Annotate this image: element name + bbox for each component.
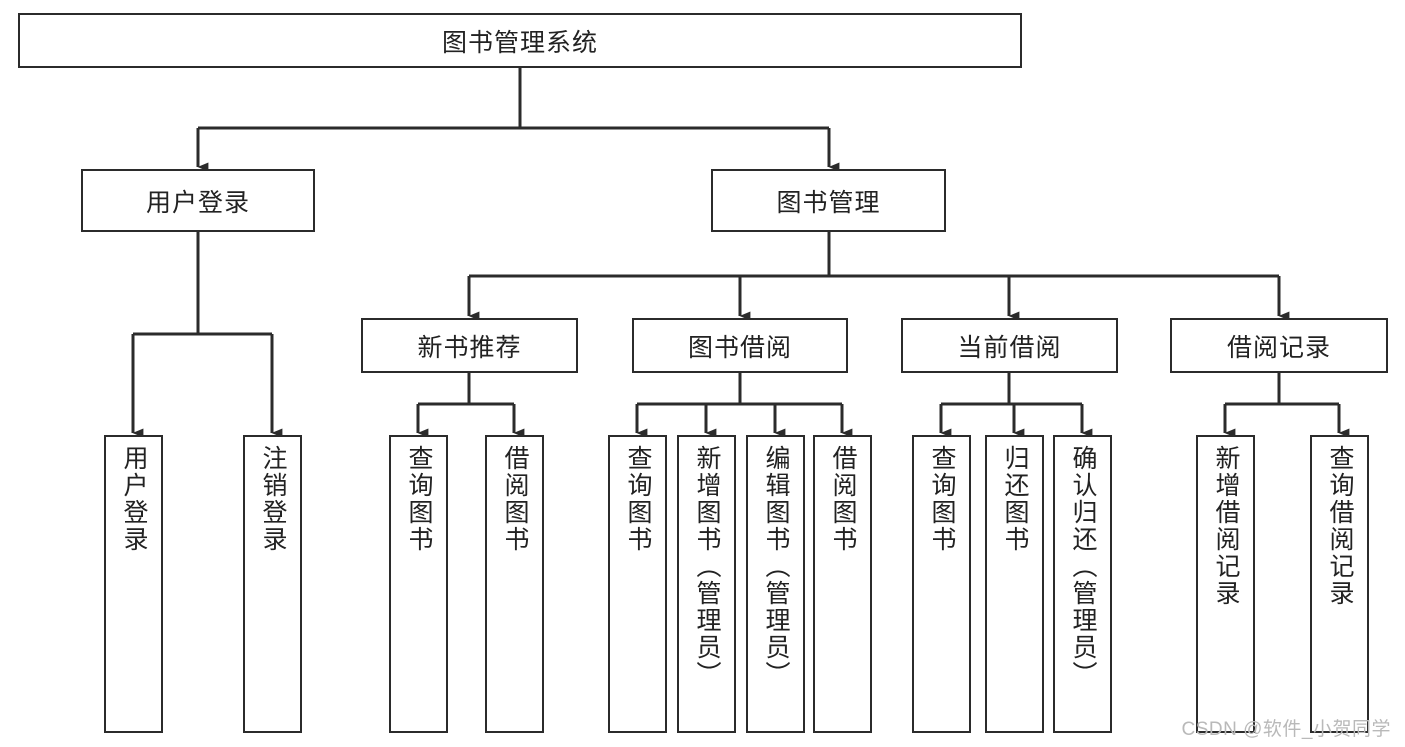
node-leaf-query-book-1[interactable]: 查询图书 [389,435,448,733]
node-leaf-add-book-admin[interactable]: 新增图书（管理员） [677,435,736,733]
node-label: 查询图书 [928,445,956,553]
node-leaf-user-logout[interactable]: 注销登录 [243,435,302,733]
node-label: 用户登录 [145,188,250,217]
node-label: 新增图书（管理员） [693,445,721,688]
node-label: 图书借阅 [687,333,792,362]
node-borrow-record[interactable]: 借阅记录 [1170,318,1388,373]
node-label: 图书管理 [776,188,881,217]
node-leaf-edit-book-admin[interactable]: 编辑图书（管理员） [746,435,805,733]
node-book-manage[interactable]: 图书管理 [711,169,946,232]
node-leaf-confirm-return-admin[interactable]: 确认归还（管理员） [1053,435,1112,733]
node-leaf-borrow-book-1[interactable]: 借阅图书 [485,435,544,733]
node-label: 归还图书 [1001,445,1029,553]
node-label: 借阅记录 [1226,333,1331,362]
node-label: 查询图书 [405,445,433,553]
node-user-login[interactable]: 用户登录 [81,169,315,232]
node-book-borrow[interactable]: 图书借阅 [632,318,848,373]
node-label: 借阅图书 [501,445,529,553]
node-label: 图书管理系统 [441,28,598,57]
node-new-book-recommend[interactable]: 新书推荐 [361,318,578,373]
node-label: 查询图书 [624,445,652,553]
node-label: 借阅图书 [829,445,857,553]
node-label: 当前借阅 [957,333,1062,362]
node-label: 查询借阅记录 [1326,445,1354,607]
node-leaf-return-book[interactable]: 归还图书 [985,435,1044,733]
csdn-watermark: CSDN @软件_小贺同学 [1181,719,1391,740]
node-leaf-add-borrow-record[interactable]: 新增借阅记录 [1196,435,1255,733]
node-label: 用户登录 [120,445,148,553]
node-label: 新增借阅记录 [1212,445,1240,607]
node-leaf-query-book-2[interactable]: 查询图书 [608,435,667,733]
node-leaf-user-login[interactable]: 用户登录 [104,435,163,733]
node-leaf-query-book-3[interactable]: 查询图书 [912,435,971,733]
node-label: 注销登录 [259,445,287,553]
node-current-borrow[interactable]: 当前借阅 [901,318,1118,373]
node-label: 新书推荐 [417,333,522,362]
node-leaf-query-borrow-record[interactable]: 查询借阅记录 [1310,435,1369,733]
node-leaf-borrow-book-2[interactable]: 借阅图书 [813,435,872,733]
node-label: 编辑图书（管理员） [762,445,790,688]
node-root-system[interactable]: 图书管理系统 [18,13,1022,68]
node-label: 确认归还（管理员） [1069,445,1097,688]
